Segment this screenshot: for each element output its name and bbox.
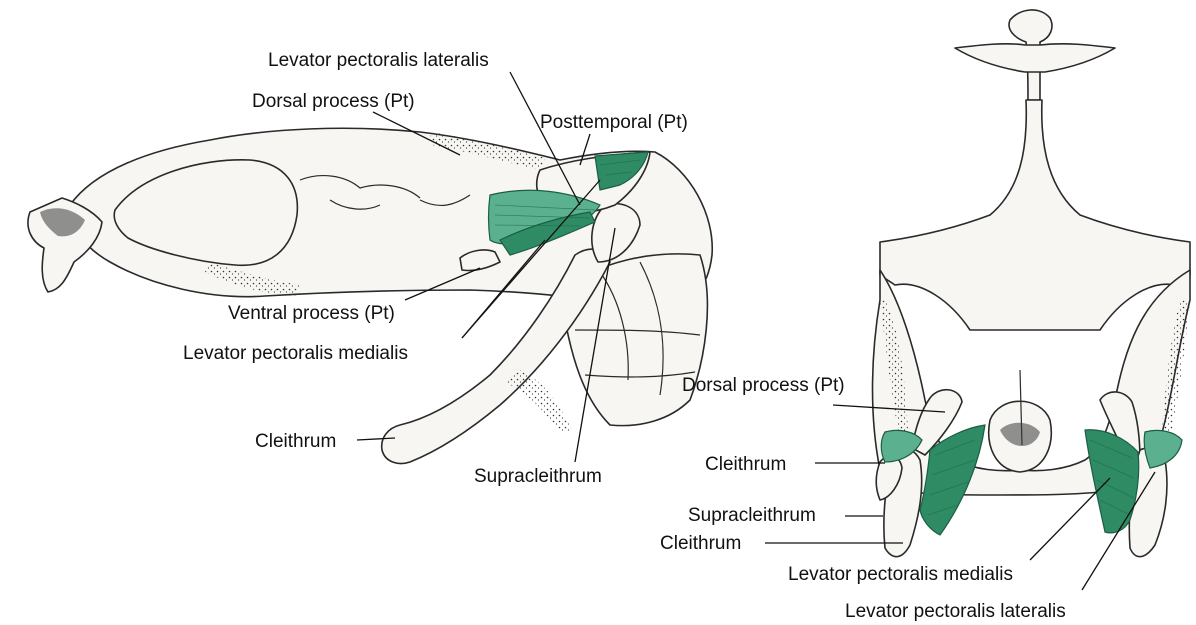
label-levator-lateralis-right: Levator pectoralis lateralis	[845, 601, 1066, 622]
label-cleithrum-right-upper: Cleithrum	[705, 454, 786, 475]
label-cleithrum-right-lower: Cleithrum	[660, 533, 741, 554]
label-dorsal-process-right: Dorsal process (Pt)	[682, 375, 845, 396]
label-ventral-process: Ventral process (Pt)	[228, 303, 395, 324]
posterior-skull-view	[873, 10, 1191, 557]
levator-lateralis-muscle-right-right	[1144, 430, 1182, 468]
label-levator-medialis-left: Levator pectoralis medialis	[183, 343, 408, 364]
label-levator-lateralis-left: Levator pectoralis lateralis	[268, 50, 489, 71]
label-dorsal-process-left: Dorsal process (Pt)	[252, 91, 415, 112]
label-supracleithrum-left: Supracleithrum	[474, 466, 602, 487]
lateral-skull-view	[28, 128, 712, 463]
crest-wings	[955, 44, 1115, 72]
neural-stalk	[880, 100, 1190, 330]
label-levator-medialis-right: Levator pectoralis medialis	[788, 564, 1013, 585]
label-posttemporal: Posttemporal (Pt)	[540, 112, 688, 133]
label-supracleithrum-right: Supracleithrum	[688, 505, 816, 526]
label-cleithrum-left: Cleithrum	[255, 431, 336, 452]
